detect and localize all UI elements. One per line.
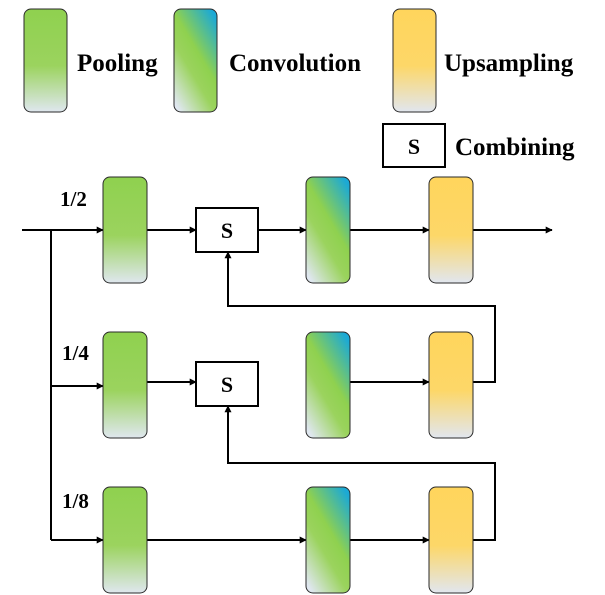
- row1-combine-box: [195, 207, 259, 253]
- row1-pooling-block: [102, 176, 148, 284]
- row3-pooling-block: [102, 486, 148, 594]
- row2-upsampling-block: [428, 331, 474, 439]
- legend-combining-symbol: S: [408, 134, 420, 159]
- row2-combine-symbol: S: [221, 372, 233, 397]
- row1-convolution-block: [305, 176, 351, 284]
- legend: Pooling Convolution Upsampling S Combini…: [23, 8, 575, 168]
- row1-upsampling-block: [428, 176, 474, 284]
- legend-pooling-swatch: [23, 8, 68, 113]
- scale-label-half: 1/2: [60, 187, 87, 211]
- row3-upsampling-block: [428, 486, 474, 594]
- legend-pooling-label: Pooling: [77, 50, 158, 77]
- legend-upsampling-swatch: [392, 8, 437, 113]
- legend-combining-label: Combining: [455, 134, 575, 161]
- scale-label-quarter: 1/4: [62, 341, 89, 365]
- row3-convolution-block: [305, 486, 351, 594]
- legend-convolution-swatch: [173, 8, 218, 113]
- connections: [22, 226, 553, 544]
- legend-combining-box: [382, 123, 446, 168]
- row2-combine-box: [195, 361, 259, 407]
- row2-convolution-block: [305, 331, 351, 439]
- row2-pooling-block: [102, 331, 148, 439]
- legend-convolution-label: Convolution: [229, 50, 361, 77]
- feedback-row3-to-row2-s: [224, 405, 496, 541]
- scale-label-eighth: 1/8: [62, 489, 89, 513]
- feedback-row2-to-row1-s: [224, 251, 496, 383]
- row1-combine-symbol: S: [221, 218, 233, 243]
- legend-upsampling-label: Upsampling: [444, 50, 574, 77]
